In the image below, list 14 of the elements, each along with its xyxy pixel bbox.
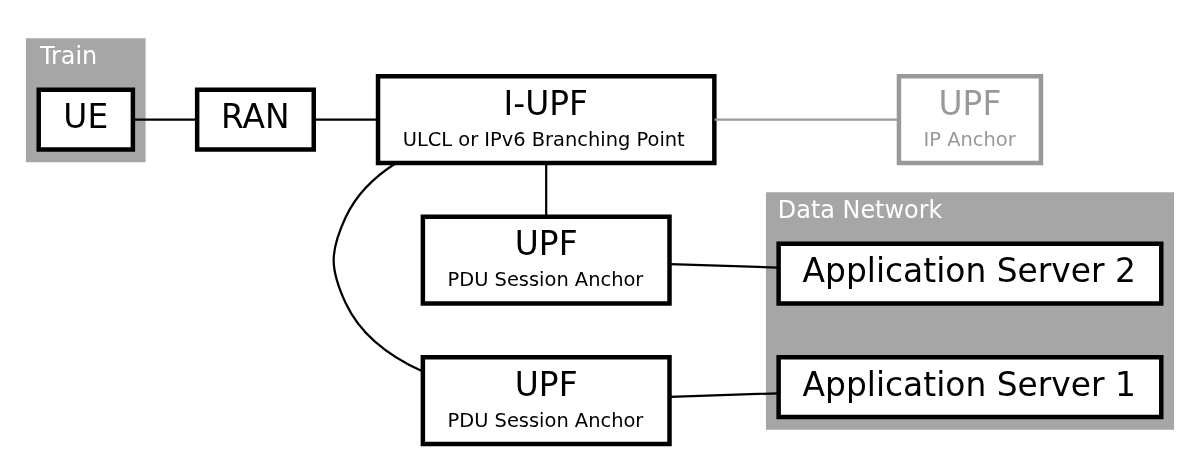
connector	[669, 262, 779, 269]
connector	[669, 391, 779, 398]
connector	[545, 162, 548, 217]
node-box: UPF PDU Session Anchor	[420, 214, 672, 306]
node-box: UE	[36, 87, 136, 152]
node-box: UPF IP Anchor	[896, 73, 1044, 165]
connector	[714, 118, 899, 121]
node-box: UPF PDU Session Anchor	[420, 354, 672, 446]
node-box: Application Server 1	[776, 354, 1164, 419]
connector	[313, 118, 378, 121]
node-box: Application Server 2	[776, 241, 1164, 306]
node-box: I-UPF ULCL or IPv6 Branching Point	[375, 73, 717, 165]
connector	[133, 118, 197, 121]
node-box: RAN	[194, 87, 316, 152]
